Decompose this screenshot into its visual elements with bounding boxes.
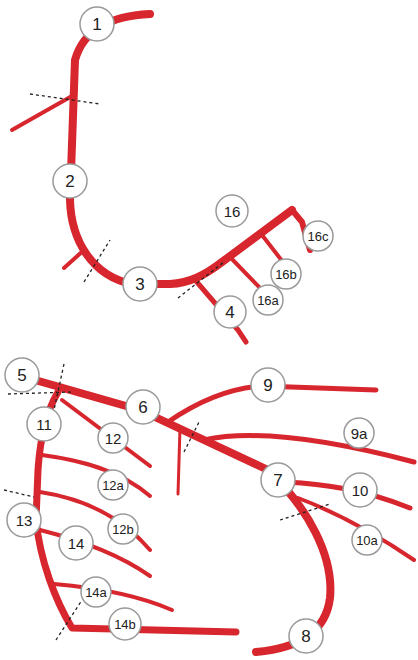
circle-shape [271,259,301,289]
circle-shape [53,164,87,198]
segment-circle: 6 [125,389,161,425]
circle-shape [81,577,111,607]
segment-number: 7 [273,472,282,489]
segment-number: 6 [138,399,147,416]
left-coronary-artery [4,364,414,652]
segment-circle: 9a [343,417,375,449]
segment-number: 14 [68,536,85,551]
segment-number: 5 [17,367,26,384]
segment-circle: 7 [260,462,296,498]
segment-number: 16c [308,230,329,243]
segment-number: 10 [352,483,369,498]
circle-shape [27,407,61,441]
segment-circle: 16c [302,220,334,252]
circle-shape [80,7,114,41]
circle-shape [251,368,285,402]
circle-shape [303,221,333,251]
circle-shape [108,514,138,544]
segment-number: 4 [225,304,234,321]
segment-number: 14a [85,586,107,599]
segment-number: 12 [105,431,122,446]
segment-circle: 2 [52,163,88,199]
circle-shape [126,390,160,424]
segment-circle: 10 [342,472,378,508]
right-coronary-artery [12,14,310,342]
segment-number: 3 [135,276,144,293]
circle-shape [214,296,246,328]
circle-shape [5,358,39,392]
segment-circle: 16b [270,258,302,290]
segment-circle: 5 [4,357,40,393]
circle-shape [98,470,128,500]
circle-shape [344,418,374,448]
segment-number: 12b [112,523,134,536]
segment-number: 10a [356,534,378,547]
segment-number: 11 [36,417,52,432]
circle-shape [59,526,93,560]
circle-shape [343,473,377,507]
segment-number: 16a [257,294,279,307]
segment-number: 16b [275,268,297,281]
segment-circle: 14a [80,576,112,608]
segment-number: 12a [102,479,124,492]
segment-number: 8 [301,628,310,645]
segment-circle: 16 [215,194,249,228]
segment-circle: 8 [288,618,324,654]
segment-circle: 3 [122,266,158,302]
segment-circle: 1 [79,6,115,42]
circle-shape [7,503,41,537]
segment-circle: 12 [97,422,129,454]
segment-number: 9a [351,426,368,441]
segment-number: 2 [65,173,74,190]
segment-circle: 11 [26,406,62,442]
circle-shape [109,608,141,640]
circle-shape [261,463,295,497]
segment-circle: 14b [108,607,142,641]
segment-number: 1 [92,16,101,33]
circle-shape [352,525,382,555]
segment-number: 9 [263,377,272,394]
segment-number: 14b [114,618,136,631]
segment-circle: 12a [97,469,129,501]
segment-circle: 16a [252,284,284,316]
circle-shape [123,267,157,301]
segment-circle: 10a [351,524,383,556]
circle-shape [216,195,248,227]
segment-circle: 9 [250,367,286,403]
segment-circle: 14 [58,525,94,561]
segment-circle: 13 [6,502,42,538]
segment-number: 16 [224,204,241,219]
segment-circle: 12b [107,513,139,545]
circle-shape [289,619,323,653]
segment-number: 13 [16,513,33,528]
segment-circle: 4 [213,295,247,329]
circle-shape [253,285,283,315]
circle-shape [98,423,128,453]
